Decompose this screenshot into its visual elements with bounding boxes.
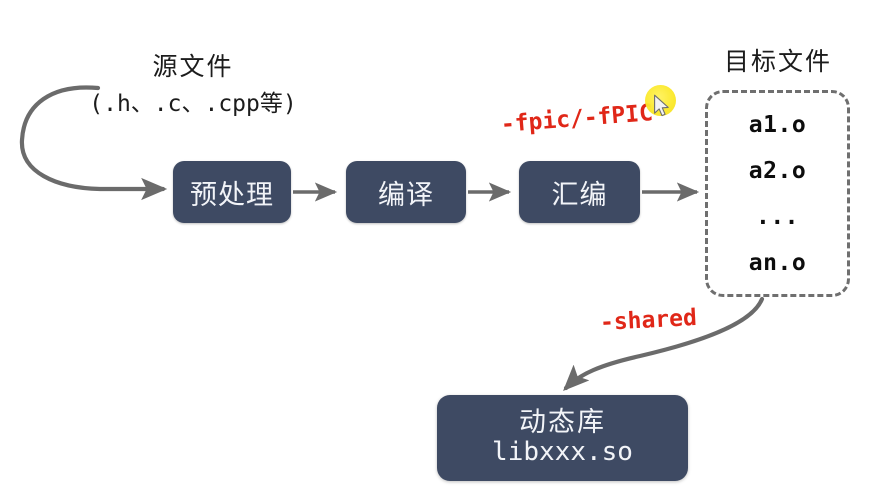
list-item: ... xyxy=(755,204,800,231)
list-item: a2.o xyxy=(748,157,807,184)
list-item: an.o xyxy=(748,250,807,277)
source-file-caption: 源文件 (.h、.c、.cpp等) xyxy=(48,52,338,120)
pipeline-step-compile-label: 编译 xyxy=(378,179,434,210)
object-files-container xyxy=(705,90,850,297)
pipeline-step-compile[interactable]: 编译 xyxy=(346,161,466,223)
source-file-extensions: (.h、.c、.cpp等) xyxy=(89,91,297,118)
dynamic-library-box[interactable]: 动态库 libxxx.so xyxy=(437,395,688,481)
linker-flag-shared: -shared xyxy=(599,304,698,336)
pipeline-step-preprocess-label: 预处理 xyxy=(190,179,274,210)
pipeline-step-assemble[interactable]: 汇编 xyxy=(519,161,640,223)
dynamic-library-title: 动态库 xyxy=(519,406,606,437)
object-files-title: 目标文件 xyxy=(723,48,832,76)
mouse-pointer-icon xyxy=(654,94,669,117)
compiler-flag-pic: -fpic/-fPIC xyxy=(499,100,654,138)
pipeline-step-assemble-label: 汇编 xyxy=(551,179,608,210)
object-files-list: a1.o a2.o ... an.o xyxy=(705,90,850,297)
dynamic-library-filename: libxxx.so xyxy=(492,437,633,468)
pipeline-step-preprocess[interactable]: 预处理 xyxy=(173,161,291,223)
source-file-title: 源文件 xyxy=(152,53,234,81)
list-item: a1.o xyxy=(748,111,807,138)
